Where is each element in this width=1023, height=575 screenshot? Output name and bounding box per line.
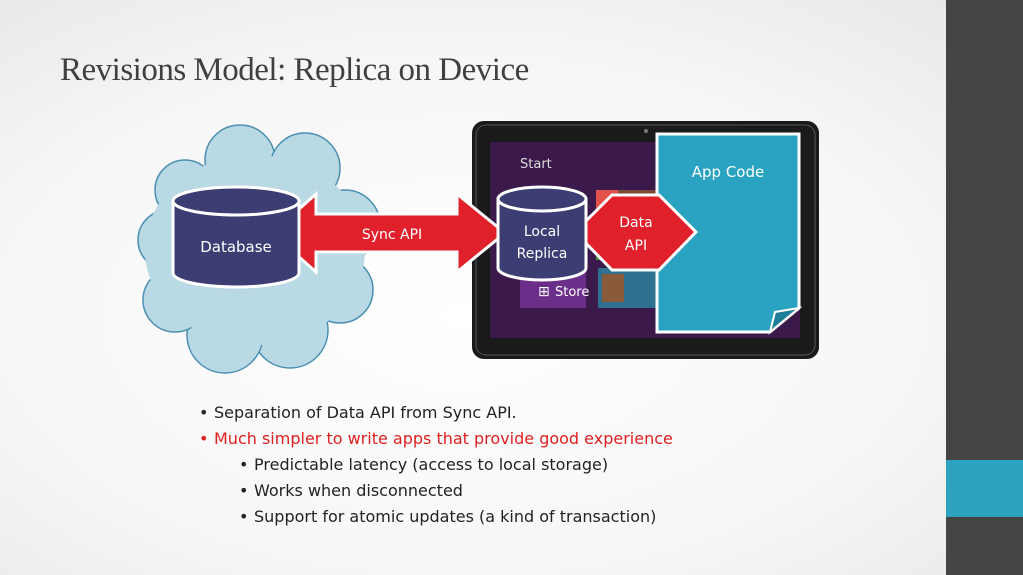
sub-bullet-item: Support for atomic updates (a kind of tr… bbox=[199, 506, 899, 532]
sidebar-accent bbox=[946, 460, 1023, 517]
app-code-label: App Code bbox=[692, 163, 764, 181]
svg-text:⊞: ⊞ bbox=[538, 284, 550, 300]
data-api-arrow: Data API bbox=[572, 193, 699, 272]
database-cylinder: Database bbox=[171, 185, 301, 289]
sub-bullet-item: Works when disconnected bbox=[199, 480, 899, 506]
app-code-document: App Code bbox=[655, 132, 803, 335]
sidebar bbox=[946, 0, 1023, 575]
architecture-diagram: Start ⊞ Store App Code Sync API Database… bbox=[137, 121, 819, 374]
bullet-item: Much simpler to write apps that provide … bbox=[199, 428, 899, 454]
bullet-item: Separation of Data API from Sync API. bbox=[199, 402, 899, 428]
local-replica-label-line2: Replica bbox=[517, 246, 568, 262]
tablet-store-label: Store bbox=[555, 285, 589, 300]
sync-api-label: Sync API bbox=[362, 227, 422, 243]
database-label: Database bbox=[200, 238, 272, 256]
sync-api-arrow: Sync API bbox=[269, 190, 508, 276]
data-api-label-line1: Data bbox=[619, 215, 652, 231]
data-api-label-line2: API bbox=[625, 238, 647, 254]
sub-bullet-item: Predictable latency (access to local sto… bbox=[199, 454, 899, 480]
slide-title: Revisions Model: Replica on Device bbox=[60, 52, 529, 88]
local-replica-label-line1: Local bbox=[524, 224, 560, 240]
local-replica-cylinder: Local Replica bbox=[496, 185, 588, 282]
bullet-list: Separation of Data API from Sync API. Mu… bbox=[199, 402, 899, 532]
tablet-start-label: Start bbox=[520, 157, 552, 172]
